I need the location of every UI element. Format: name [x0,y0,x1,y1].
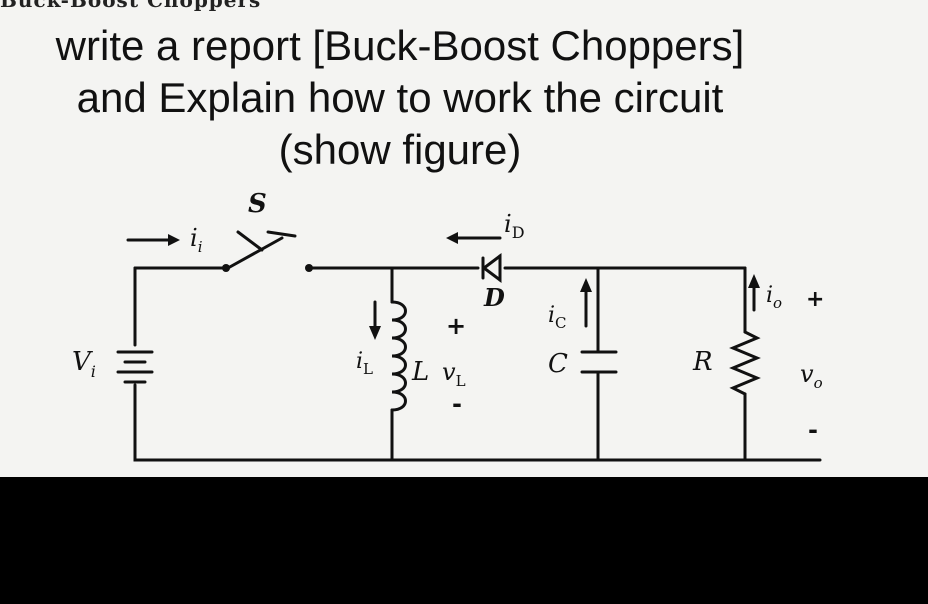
inductor-voltage-label: vL [442,358,466,390]
inductor-label: L [411,357,429,387]
switch-blade [226,236,284,270]
input-voltage-label: Vi [72,347,96,381]
inductor-current-label: iL [356,349,373,378]
capacitor-current-label: iC [548,303,567,332]
question-line-3: (show figure) [278,126,522,173]
capacitor-label: C [548,349,568,379]
switch-label: S [248,189,267,219]
output-plus-sign: + [806,287,824,312]
cut-off-heading: Buck-Boost Choppers [0,0,262,12]
resistor-label: R [692,347,713,377]
question-line-2: and Explain how to work the circuit [76,74,724,121]
diode-current-arrowhead [446,232,458,244]
resistor-zigzag [729,330,761,396]
inductor-minus-sign: - [452,390,462,418]
switch-control-mark [236,230,297,252]
diode-current-label: iD [504,210,525,242]
document-photo: Buck-Boost Choppers write a report [Buck… [0,0,928,477]
diode-triangle [481,253,502,283]
inductor-plus-sign: + [446,312,466,340]
output-current-arrowhead [748,274,760,288]
capacitor-current-arrowhead [580,278,592,292]
diode-label: D [483,283,505,312]
black-bottom-bar [0,477,928,604]
output-voltage-label: vo [800,360,823,392]
output-minus-sign: - [808,416,818,444]
output-current-label: io [766,283,782,312]
switch-contact-left [222,264,230,272]
wire-bottom-rail [133,383,822,462]
inductor-current-arrowhead [369,326,381,340]
question-line-1: write a report [Buck-Boost Choppers] [55,22,745,69]
buck-boost-circuit-diagram: S ii Vi iD D iL L + vL - iC C R io + vo … [72,189,824,462]
input-current-label: ii [190,224,203,256]
input-current-arrowhead [168,234,180,246]
inductor-coil [390,300,407,412]
switch-contact-right [305,264,313,272]
